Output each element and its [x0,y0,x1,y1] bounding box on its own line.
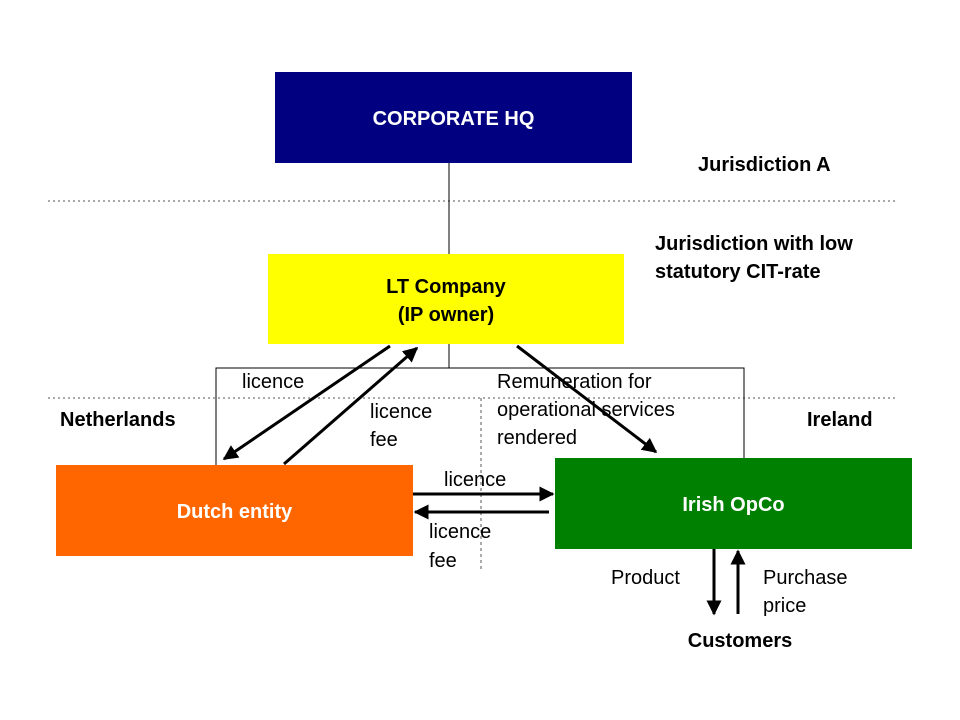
irish-opco-box: Irish OpCo [555,458,912,549]
licence-mid-label: licence [444,469,506,491]
remuneration-arrow-lt-to-irish [516,344,658,454]
licence-arrow-lt-to-dutch [222,344,391,461]
lt-company-label-line2: (IP owner) [398,304,494,326]
licence-fee-top-label-line2: fee [370,429,398,451]
dutch-entity-rect [56,465,413,556]
dutch-entity-box: Dutch entity [56,465,413,556]
licence-fee-mid-label-line2: fee [429,550,457,572]
lt-company-rect [268,254,624,344]
low-cit-label-line2: statutory CIT-rate [655,261,821,283]
licence-top-label: licence [242,371,304,393]
remuneration-label-line2: operational services [497,399,675,421]
lt-company-label-line1: LT Company [386,276,507,298]
irish-opco-rect [555,458,912,549]
purchase-price-label-line2: price [763,595,806,617]
lt-company-box: LT Company (IP owner) [268,254,624,344]
jurisdiction-a-label: Jurisdiction A [698,154,831,176]
ownership-bracket [215,367,745,465]
remuneration-label-line1: Remuneration for [497,371,652,393]
corporate-hq-label: CORPORATE HQ [373,108,535,130]
licence-fee-top-label-line1: licence [370,401,432,423]
low-cit-label-line1: Jurisdiction with low [655,233,853,255]
netherlands-label: Netherlands [60,409,176,431]
licence-fee-mid-label-line1: licence [429,521,491,543]
irish-opco-label: Irish OpCo [682,494,784,516]
customers-label: Customers [688,630,792,652]
ireland-label: Ireland [807,409,873,431]
dutch-entity-label: Dutch entity [177,501,293,523]
product-label: Product [611,567,680,589]
licence-fee-arrow-dutch-to-lt [283,346,419,466]
corporate-hq-rect [275,72,632,163]
remuneration-label-line3: rendered [497,427,577,449]
purchase-price-label-line1: Purchase [763,567,848,589]
corporate-hq-box: CORPORATE HQ [275,72,632,163]
